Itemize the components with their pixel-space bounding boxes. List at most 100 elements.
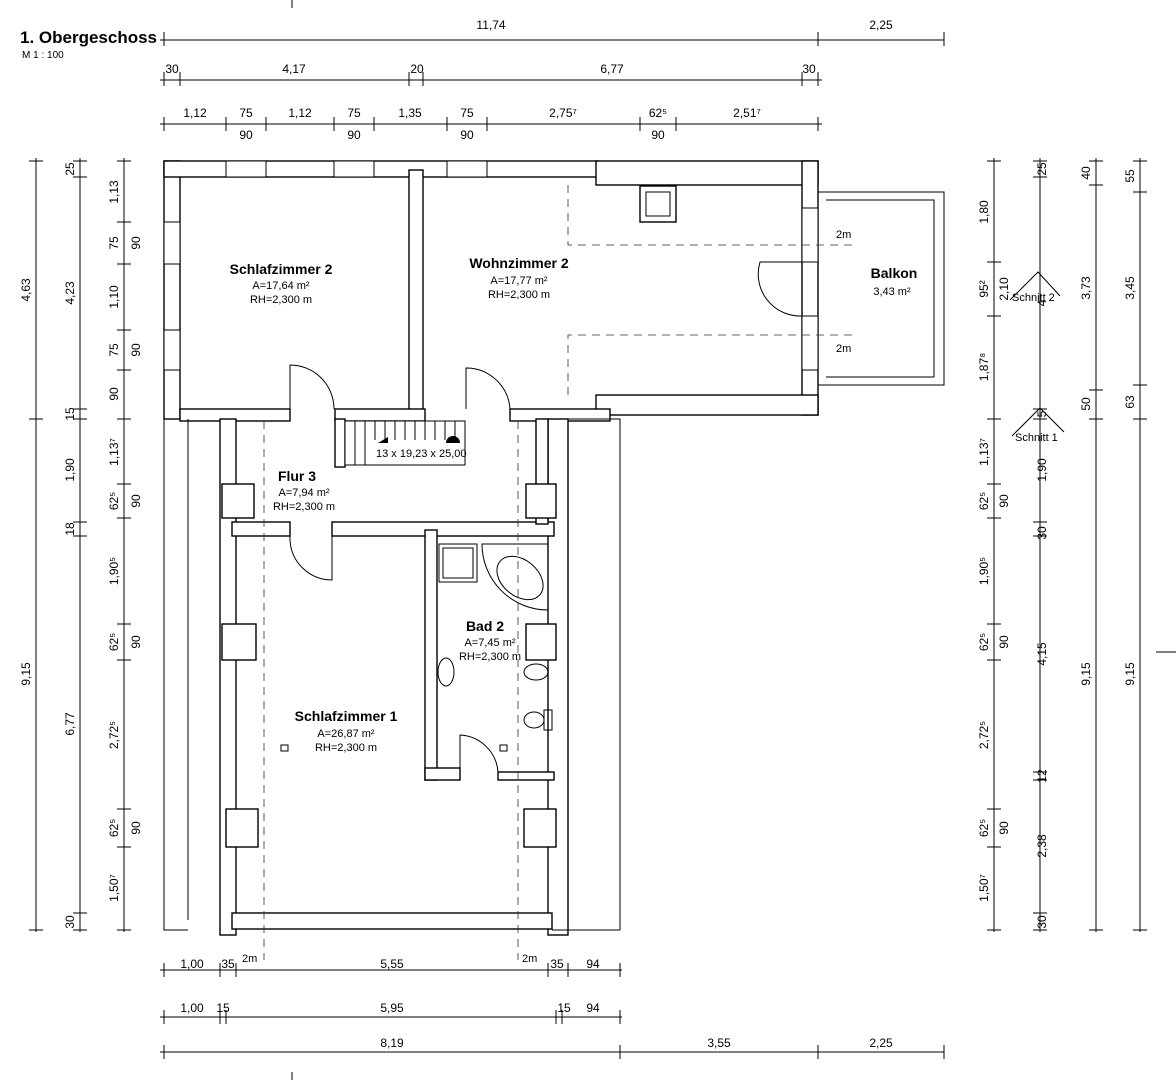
mark-2m: 2m bbox=[836, 229, 851, 241]
toilet-tank bbox=[543, 709, 553, 731]
dim-ticks bbox=[987, 160, 1001, 931]
room-area-balkon: 3,43 m² bbox=[873, 286, 911, 298]
door-bath bbox=[459, 734, 499, 773]
dimension-lines: 11,74 2,25 30 4,17 20 6,77 30 1,12 75 1,… bbox=[29, 0, 1176, 1080]
dim-ticks bbox=[1133, 160, 1147, 931]
dim-top2: 4,17 bbox=[282, 62, 306, 76]
room-area-wohnzimmer2: A=17,77 m² bbox=[490, 275, 548, 287]
dim-top3: 1,12 bbox=[183, 106, 207, 120]
dim-top3b: 90 bbox=[347, 128, 361, 142]
dim-left3: 62⁵ bbox=[107, 819, 121, 837]
chimney bbox=[225, 808, 259, 848]
dim-right3: 50 bbox=[1079, 397, 1093, 411]
dim-bot2: 15 bbox=[557, 1001, 571, 1015]
dim-left3: 2,72⁵ bbox=[107, 721, 121, 749]
room-area-schlafzimmer2: A=17,64 m² bbox=[252, 280, 310, 292]
dim-left3b: 90 bbox=[129, 635, 143, 649]
dim-ticks bbox=[73, 160, 87, 931]
section-2-symbol bbox=[1009, 271, 1061, 301]
dim-right2: 12 bbox=[1035, 769, 1049, 783]
room-name-bad2: Bad 2 bbox=[466, 618, 504, 634]
dim-left2: 15 bbox=[63, 407, 77, 421]
dim-ticks bbox=[163, 32, 945, 46]
chimney bbox=[525, 483, 557, 519]
dim-right2: 4 bbox=[1035, 299, 1049, 306]
dim-right3: 3,73 bbox=[1079, 276, 1093, 300]
dim-right1b: 90 bbox=[997, 635, 1011, 649]
bathtub bbox=[481, 543, 549, 611]
dim-left3b: 90 bbox=[129, 343, 143, 357]
room-height-flur3: RH=2,300 m bbox=[273, 501, 335, 513]
room-area-flur3: A=7,94 m² bbox=[278, 487, 329, 499]
vertical-dim-labels: 4,63 9,15 25 4,23 15 1,90 18 6,77 30 1,1… bbox=[19, 162, 1137, 929]
dim-bot2: 15 bbox=[216, 1001, 230, 1015]
sink bbox=[437, 657, 455, 687]
dim-top3: 75 bbox=[347, 106, 361, 120]
dim-ticks bbox=[163, 1010, 621, 1024]
room-area-bad2: A=7,45 m² bbox=[464, 637, 515, 649]
drawing-title: 1. Obergeschoss bbox=[20, 28, 158, 47]
dim-top3b: 90 bbox=[239, 128, 253, 142]
dim-top3: 1,35 bbox=[398, 106, 422, 120]
dim-top2: 6,77 bbox=[600, 62, 624, 76]
room-name-schlafzimmer1: Schlafzimmer 1 bbox=[295, 708, 398, 724]
dim-bot3: 3,55 bbox=[707, 1036, 731, 1050]
shower bbox=[438, 543, 478, 583]
wall-bath-bottom bbox=[424, 767, 461, 781]
room-labels: Schlafzimmer 2 A=17,64 m² RH=2,300 m Woh… bbox=[230, 255, 918, 754]
window bbox=[225, 160, 267, 178]
dim-right2: 25 bbox=[1035, 162, 1049, 176]
dim-bot2: 94 bbox=[586, 1001, 600, 1015]
chimney bbox=[221, 483, 255, 519]
dim-top3b: 90 bbox=[460, 128, 474, 142]
dim-right1: 1,87⁸ bbox=[977, 353, 991, 381]
wall-right-lower bbox=[547, 418, 569, 936]
dim-right1: 1,13⁷ bbox=[977, 438, 991, 466]
dim-left2: 6,77 bbox=[63, 712, 77, 736]
dim-left3: 75 bbox=[107, 343, 121, 357]
chimney bbox=[523, 808, 557, 848]
wall-bath-bottom-right bbox=[497, 771, 555, 781]
chimney bbox=[525, 623, 557, 661]
window bbox=[801, 207, 819, 263]
wall-left-lower bbox=[219, 418, 237, 936]
balcony-outline bbox=[818, 191, 945, 386]
dim-right-lines bbox=[993, 158, 1141, 932]
dim-left3: 1,10 bbox=[107, 285, 121, 309]
doors bbox=[289, 261, 803, 773]
dim-right2: 5 bbox=[1035, 410, 1049, 417]
dim-left3: 1,13 bbox=[107, 180, 121, 204]
wall-left-upper bbox=[163, 160, 181, 420]
dim-left3: 1,90⁵ bbox=[107, 557, 121, 585]
dim-right1: 2,72⁵ bbox=[977, 721, 991, 749]
wall-flur-bottom-left bbox=[231, 521, 291, 537]
dim-right1: 62⁵ bbox=[977, 633, 991, 651]
dim-right2: 4,15 bbox=[1035, 642, 1049, 666]
window bbox=[163, 329, 181, 371]
door-living bbox=[465, 367, 511, 410]
room-name-wohnzimmer2: Wohnzimmer 2 bbox=[469, 255, 569, 271]
dim-ticks bbox=[1089, 160, 1103, 931]
dim-left2: 4,23 bbox=[63, 281, 77, 305]
wall-bottom bbox=[231, 912, 553, 930]
dim-top3: 2,51⁷ bbox=[733, 106, 761, 120]
dim-left-lines bbox=[35, 158, 125, 932]
dim-ticks bbox=[29, 160, 43, 931]
dim-bot1: 94 bbox=[586, 957, 600, 971]
dim-bot1: 5,55 bbox=[380, 957, 404, 971]
dim-right1b: 2,10 bbox=[997, 277, 1011, 301]
section-1-label: Schnitt 1 bbox=[1015, 432, 1058, 444]
dim-right2: 2,38 bbox=[1035, 834, 1049, 858]
dim-right4: 55 bbox=[1123, 169, 1137, 183]
wall-stair-top bbox=[334, 408, 426, 422]
balcony bbox=[818, 191, 945, 386]
wall-flur-bottom-right bbox=[331, 521, 555, 537]
dim-bot2: 1,00 bbox=[180, 1001, 204, 1015]
dim-right4: 3,45 bbox=[1123, 276, 1137, 300]
mark-2m: 2m bbox=[242, 953, 257, 965]
dim-top2: 30 bbox=[165, 62, 179, 76]
dim-right4: 9,15 bbox=[1123, 662, 1137, 686]
wall-bottom-right bbox=[595, 394, 819, 416]
wall-top-right bbox=[595, 160, 819, 186]
dim-right1: 95² bbox=[977, 280, 991, 297]
